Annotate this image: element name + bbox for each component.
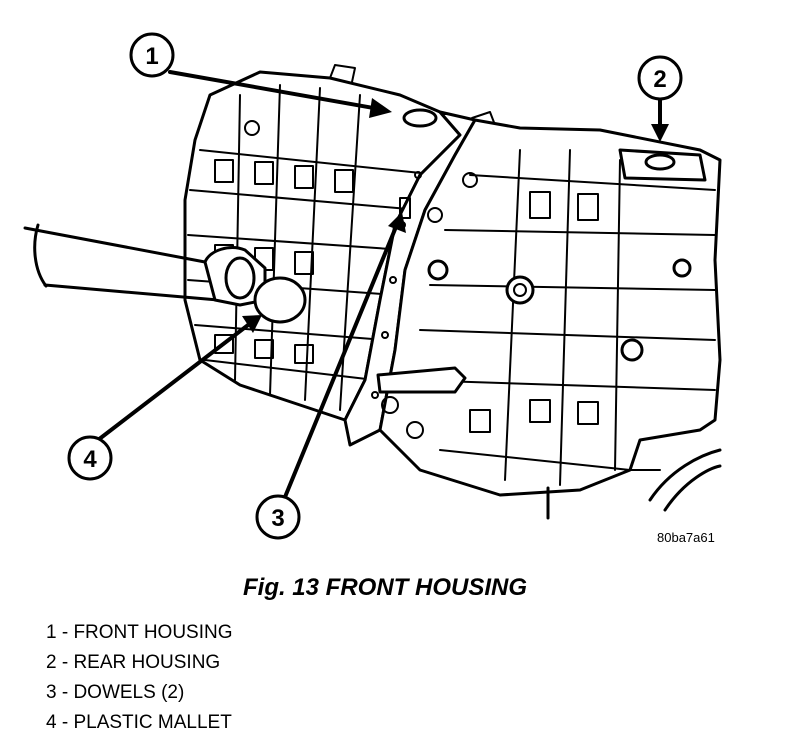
callout-number-3: 3	[271, 505, 284, 532]
arrowhead-1	[369, 98, 392, 118]
legend-item: 4 - PLASTIC MALLET	[46, 712, 232, 733]
arrowhead-2	[651, 124, 669, 142]
leader-1	[168, 70, 387, 112]
plastic-mallet-drawing	[23, 223, 307, 324]
transmission-housing-illustration: 1 2 3 4	[23, 32, 722, 540]
callout-number-2: 2	[653, 66, 666, 93]
front-housing-drawing	[183, 64, 462, 422]
image-reference-code: 80ba7a61	[657, 530, 715, 545]
legend-item: 1 - FRONT HOUSING	[46, 622, 233, 643]
leader-3	[283, 220, 400, 499]
callout-circle-2	[637, 55, 683, 101]
callout-number-4: 4	[83, 446, 97, 473]
callout-circle-1	[129, 32, 175, 78]
legend-item: 2 - REAR HOUSING	[46, 652, 221, 673]
arrowhead-3	[388, 212, 406, 233]
legend-item: 3 - DOWELS (2)	[46, 682, 185, 703]
callout-number-1: 1	[145, 43, 158, 70]
arrowhead-4	[242, 315, 262, 333]
figure-caption: Fig. 13 FRONT HOUSING	[242, 574, 527, 601]
callout-arrowheads	[242, 98, 669, 333]
callout-circle-4	[67, 435, 113, 481]
callout-circle-3	[255, 494, 301, 540]
leader-4	[96, 320, 254, 442]
callout-circles	[67, 32, 683, 540]
legend-list: 1 - FRONT HOUSING 2 - REAR HOUSING 3 - D…	[46, 618, 233, 738]
rear-housing-drawing	[376, 118, 722, 520]
